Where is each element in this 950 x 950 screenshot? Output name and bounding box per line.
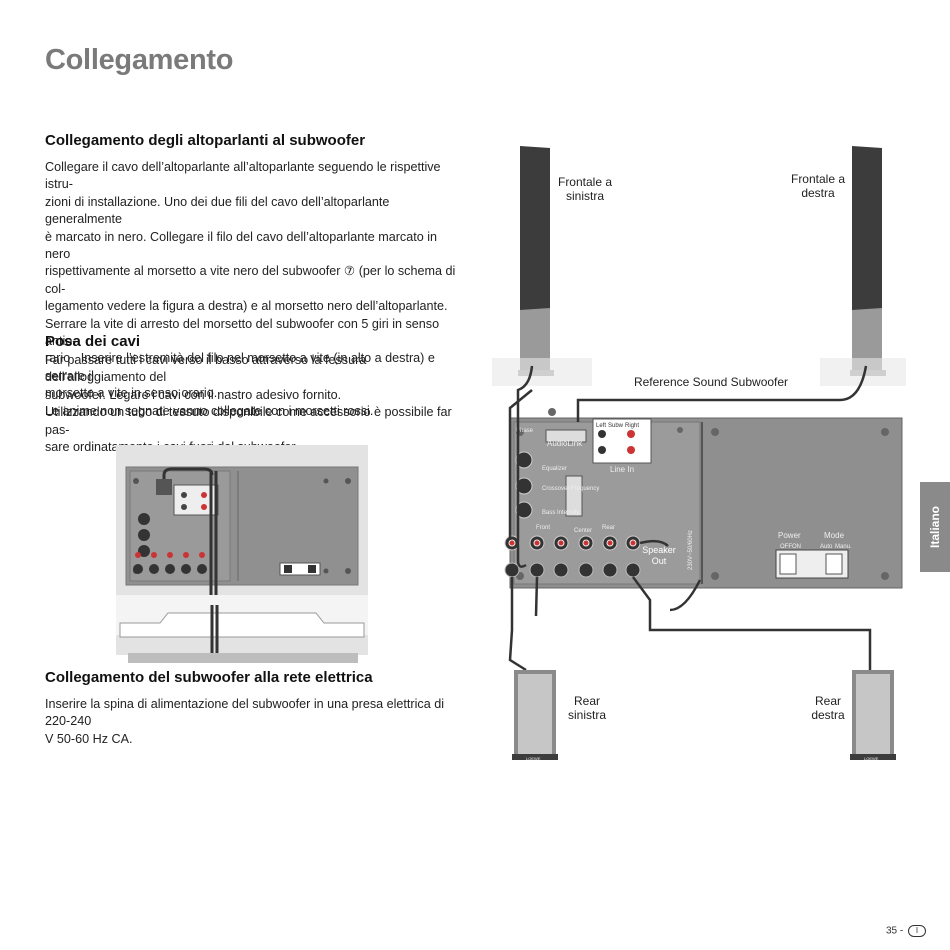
language-mark: I [908, 925, 926, 937]
rear-left-label: Rear sinistra [567, 694, 606, 722]
power-label: Power [778, 531, 801, 540]
voltage-label: 230V~50/60Hz [688, 530, 694, 570]
front-left-label: Frontale a sinistra [557, 175, 613, 203]
subw-label: Subw [608, 423, 624, 429]
left-label: Left [596, 423, 606, 429]
right-label: Right [625, 423, 639, 429]
off-label: OFF [780, 544, 792, 550]
section-body-speakers: Collegare il cavo dell’altoparlante all’… [45, 160, 456, 418]
auto-label: Auto [820, 544, 833, 550]
center-label: Center [574, 528, 592, 534]
audiolink-label: AudioLink [547, 439, 583, 448]
section-heading-cables: Posa dei cavi [45, 333, 141, 350]
rear-right-label: Rear destra [811, 694, 845, 722]
front-right-label: Frontale a destra [790, 172, 846, 200]
rear-left-speaker [512, 670, 558, 760]
page-number: 35 - I [886, 925, 926, 937]
bass-label: Bass Intensity [542, 510, 579, 516]
page-title: Collegamento [45, 44, 234, 76]
front-label: Front [536, 525, 550, 531]
brand-label-right: LOEWE [864, 756, 879, 761]
section-body-power: Inserire la spina di alimentazione del s… [45, 697, 445, 746]
rear-label: Rear [602, 525, 615, 531]
brand-label-left: LOEWE [526, 756, 541, 761]
section-heading-power: Collegamento del subwoofer alla rete ele… [45, 669, 373, 686]
mode-label: Mode [824, 531, 845, 540]
manu-label: Manu. [835, 544, 852, 550]
connection-diagram: Phase Equalizer Crossover Frequency Bass… [492, 146, 906, 761]
equalizer-label: Equalizer [542, 466, 567, 472]
page-number-value: 35 - [885, 925, 904, 937]
section-heading-speakers: Collegamento degli altoparlanti al subwo… [45, 132, 366, 149]
front-left-speaker [492, 146, 592, 386]
on-label: ON [792, 544, 801, 550]
crossover-label: Crossover Frequency [542, 486, 599, 492]
rear-right-speaker [850, 670, 896, 760]
language-tab-label: Italiano [928, 505, 942, 549]
front-right-speaker [820, 146, 906, 386]
speaker-out-label: Speaker Out [642, 545, 676, 566]
phase-label: Phase [516, 428, 534, 434]
cable-routing-illustration [116, 445, 368, 663]
line-in-label: Line In [610, 465, 634, 474]
subwoofer-label: Reference Sound Subwoofer [633, 375, 789, 389]
section-body-cables: Far passare tutti i cavi verso il basso … [45, 353, 452, 455]
language-tab: Italiano [920, 482, 950, 572]
